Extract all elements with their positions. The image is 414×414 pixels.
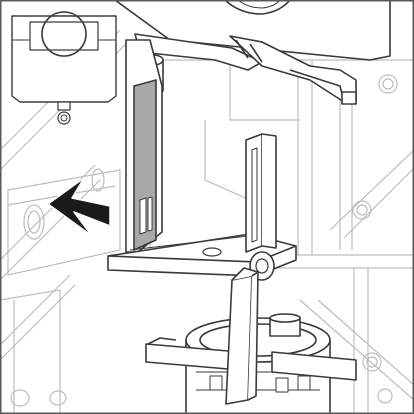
swing-bracket <box>107 39 297 281</box>
background-frame <box>0 29 414 414</box>
valve-assembly <box>145 267 357 414</box>
cistern-thumbnail-icon <box>11 11 117 125</box>
cistern-housing <box>114 0 391 61</box>
arrow-left-icon <box>47 177 111 237</box>
